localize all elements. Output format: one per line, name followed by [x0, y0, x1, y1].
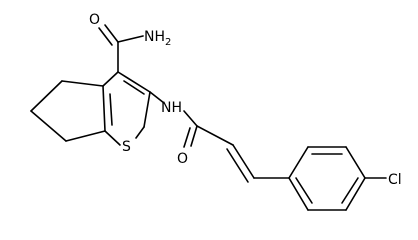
- bond: [135, 126, 145, 139]
- bond: [295, 177, 313, 204]
- bond: [109, 93, 113, 126]
- atom-labels: O NH2 NH S O Cl: [89, 12, 402, 188]
- bond: [104, 24, 119, 43]
- bonds: [30, 24, 387, 211]
- bond: [98, 27, 113, 46]
- bond: [123, 80, 145, 95]
- amide-nitrogen-text: NH: [144, 29, 165, 45]
- bond: [345, 146, 366, 179]
- bond: [232, 144, 255, 179]
- amide-nitrogen-subscript: 2: [165, 37, 171, 48]
- bond: [65, 130, 106, 142]
- bond: [226, 148, 249, 183]
- bond: [183, 127, 191, 148]
- bond: [30, 110, 67, 142]
- amide-nitrogen-label: NH2: [144, 29, 171, 48]
- bond: [61, 80, 104, 87]
- bond: [341, 177, 359, 204]
- bond: [196, 125, 234, 146]
- bond: [288, 177, 309, 211]
- bond: [149, 91, 165, 104]
- bond: [117, 35, 144, 43]
- bond: [102, 85, 106, 132]
- chlorine-label: Cl: [388, 172, 402, 188]
- structure-canvas: O NH2 NH S O Cl: [30, 12, 402, 211]
- bond: [190, 125, 198, 147]
- structure-drawing: O NH2 NH S O Cl: [30, 12, 402, 211]
- bond: [143, 91, 151, 128]
- bond: [30, 80, 63, 112]
- sulfur-label: S: [122, 139, 131, 155]
- bond: [104, 130, 121, 146]
- amide-oxygen-label: O: [89, 12, 100, 28]
- bond: [117, 71, 151, 93]
- bond: [288, 146, 309, 179]
- bond: [102, 71, 119, 87]
- acyl-oxygen-label: O: [177, 151, 188, 167]
- bond: [345, 177, 366, 211]
- amine-nitrogen-label: NH: [161, 100, 182, 116]
- bond: [183, 110, 198, 127]
